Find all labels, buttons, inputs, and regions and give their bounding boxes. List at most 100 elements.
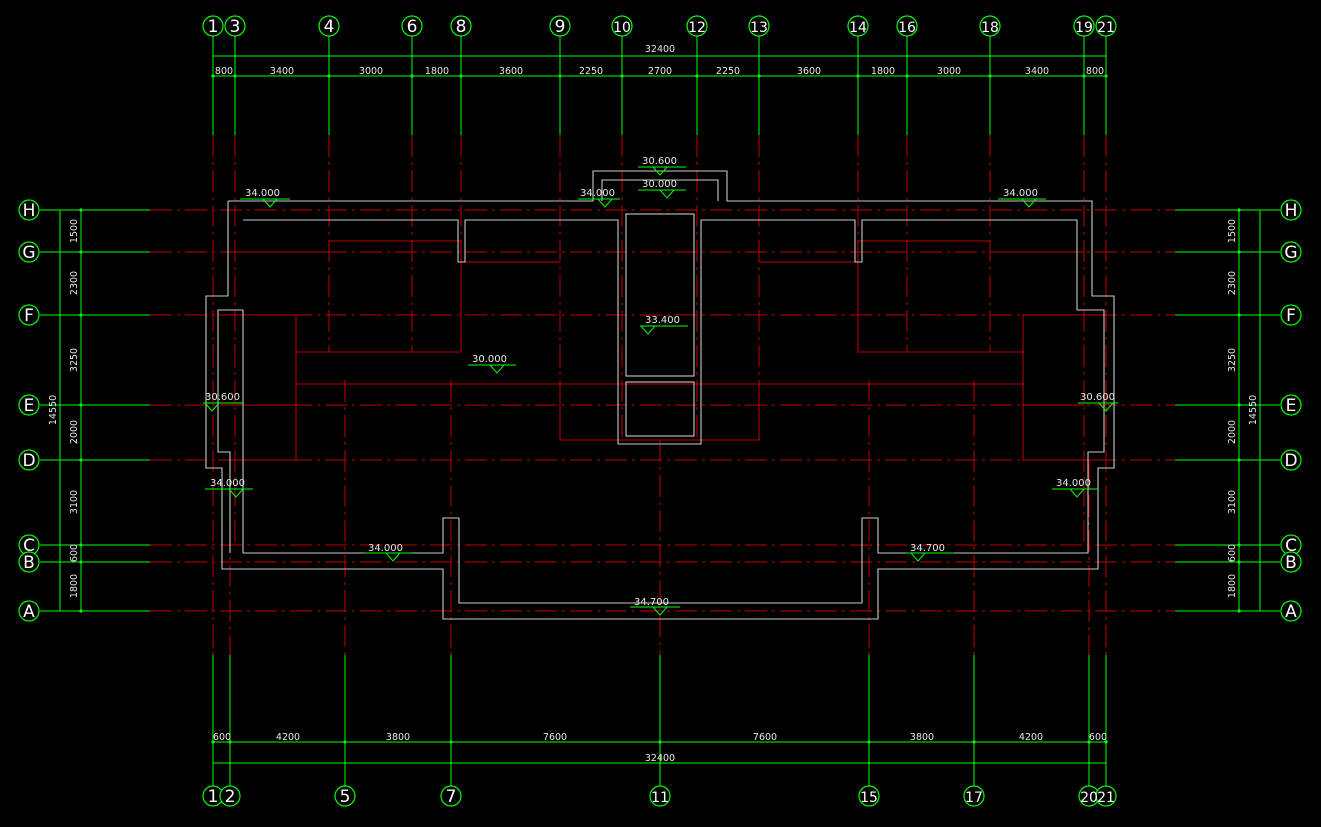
top-dim-3: 3000 [359, 66, 383, 77]
elevation-marker: 30.600 [1078, 392, 1118, 412]
top-dimension-text: 32400 800 3400 3000 1800 3600 2250 2700 … [215, 44, 1104, 77]
left-dim-6: 600 [69, 544, 80, 562]
top-dim-8: 2250 [716, 66, 740, 77]
left-dimension-text: 14550 1500 2300 3250 2000 3100 600 1800 [48, 219, 80, 598]
right-dim-7: 1800 [1227, 574, 1238, 598]
bottom-dim-2: 4200 [276, 732, 300, 743]
axis-label-left-A: A [23, 602, 35, 622]
axis-label-top-9: 9 [555, 17, 566, 37]
elevation-value: 34.000 [245, 188, 280, 199]
axis-label-top-4: 4 [324, 17, 335, 37]
row-axis-labels-right: H G F E D C B A [1284, 201, 1297, 622]
elevation-marker: 34.700 [906, 543, 954, 562]
top-dim-11: 3000 [937, 66, 961, 77]
left-dim-1: 1500 [69, 219, 80, 243]
axis-label-top-21: 21 [1097, 20, 1115, 36]
top-dim-2: 3400 [270, 66, 294, 77]
elevation-value: 30.000 [642, 179, 677, 190]
axis-label-left-C: C [23, 536, 35, 556]
elevation-value: 34.000 [1056, 478, 1091, 489]
top-total-dim: 32400 [645, 44, 675, 55]
elevation-marker: 34.000 [1052, 478, 1098, 498]
top-dim-12: 3400 [1025, 66, 1049, 77]
structure-lines [218, 240, 1101, 461]
top-axis-bubbles [202, 15, 1117, 37]
axis-label-bottom-20: 20 [1080, 790, 1098, 806]
elevation-value: 30.000 [472, 354, 507, 365]
elevation-value: 30.600 [642, 156, 677, 167]
elevation-markers: 34.000 34.000 34.000 30.600 30.000 33.40… [203, 156, 1118, 616]
elevation-value: 34.000 [580, 188, 615, 199]
axis-label-top-6: 6 [407, 17, 418, 37]
elevation-value: 34.000 [1003, 188, 1038, 199]
row-axis-labels-left: H G F E D C B A [22, 201, 35, 622]
axis-label-left-B: B [23, 553, 35, 573]
right-dim-1: 1500 [1227, 219, 1238, 243]
top-dim-10: 1800 [871, 66, 895, 77]
bottom-axis-labels: 1 2 5 7 11 15 17 20 21 [208, 787, 1115, 807]
left-dim-7: 1800 [69, 574, 80, 598]
axis-label-right-E: E [1286, 396, 1297, 416]
axis-label-bottom-1: 1 [208, 787, 219, 807]
axis-label-left-G: G [22, 243, 35, 263]
elevation-marker: 34.000 [998, 188, 1046, 208]
bottom-dim-7: 4200 [1019, 732, 1043, 743]
elevation-marker: 34.000 [205, 478, 253, 498]
elevation-marker: 34.000 [578, 188, 620, 208]
bottom-dim-5: 7600 [753, 732, 777, 743]
axis-lines [150, 135, 1175, 655]
axis-label-bottom-17: 17 [965, 790, 983, 806]
elevation-marker: 30.000 [638, 179, 686, 199]
bottom-dim-3: 3800 [386, 732, 410, 743]
axis-label-bottom-7: 7 [446, 787, 457, 807]
axis-label-right-D: D [1284, 451, 1297, 471]
bottom-dim-8: 600 [1089, 732, 1107, 743]
elevation-marker: 30.000 [468, 354, 516, 374]
axis-label-right-F: F [1286, 306, 1296, 326]
elevation-marker: 34.700 [630, 597, 680, 616]
axis-label-top-16: 16 [898, 20, 916, 36]
right-total-dim: 14550 [1248, 395, 1259, 425]
axis-label-top-1: 1 [208, 17, 219, 37]
right-dim-6: 600 [1227, 544, 1238, 562]
elevation-value: 33.400 [645, 315, 680, 326]
elevation-value: 30.600 [205, 392, 240, 403]
elevation-marker: 33.400 [639, 315, 688, 335]
top-dim-4: 1800 [425, 66, 449, 77]
axis-label-top-3: 3 [230, 17, 241, 37]
right-dim-2: 2300 [1227, 271, 1238, 295]
right-dim-4: 2000 [1227, 420, 1238, 444]
axis-label-top-18: 18 [981, 20, 999, 36]
elevation-marker: 30.600 [203, 392, 243, 412]
right-dimension-text: 14550 1500 2300 3250 2000 3100 600 1800 [1227, 219, 1259, 598]
axis-label-top-8: 8 [456, 17, 467, 37]
axis-label-bottom-2: 2 [225, 787, 236, 807]
axis-label-right-A: A [1285, 602, 1297, 622]
top-dim-6: 2250 [579, 66, 603, 77]
elevation-marker: 34.000 [364, 543, 412, 562]
axis-label-right-H: H [1285, 201, 1298, 221]
axis-label-left-E: E [24, 396, 35, 416]
right-dim-3: 3250 [1227, 348, 1238, 372]
top-axis-labels: 1 3 4 6 8 9 10 12 13 14 16 18 19 21 [208, 17, 1115, 37]
axis-label-right-G: G [1284, 243, 1297, 263]
axis-label-left-D: D [22, 451, 35, 471]
axis-label-top-14: 14 [849, 20, 867, 36]
axis-label-bottom-15: 15 [860, 790, 878, 806]
axis-label-bottom-11: 11 [651, 790, 669, 806]
elevation-value: 34.000 [210, 478, 245, 489]
elevation-value: 34.700 [634, 597, 669, 608]
axis-label-top-19: 19 [1075, 20, 1093, 36]
bottom-dimension-text: 600 4200 3800 7600 7600 3800 4200 600 32… [213, 732, 1107, 764]
axis-label-right-B: B [1285, 553, 1297, 573]
bottom-dim-6: 3800 [910, 732, 934, 743]
top-dim-13: 800 [1086, 66, 1104, 77]
left-dim-4: 2000 [69, 420, 80, 444]
bottom-dim-1: 600 [213, 732, 231, 743]
top-dim-1: 800 [215, 66, 233, 77]
top-dim-7: 2700 [648, 66, 672, 77]
top-dim-5: 3600 [499, 66, 523, 77]
wall-outlines [205, 170, 1115, 620]
